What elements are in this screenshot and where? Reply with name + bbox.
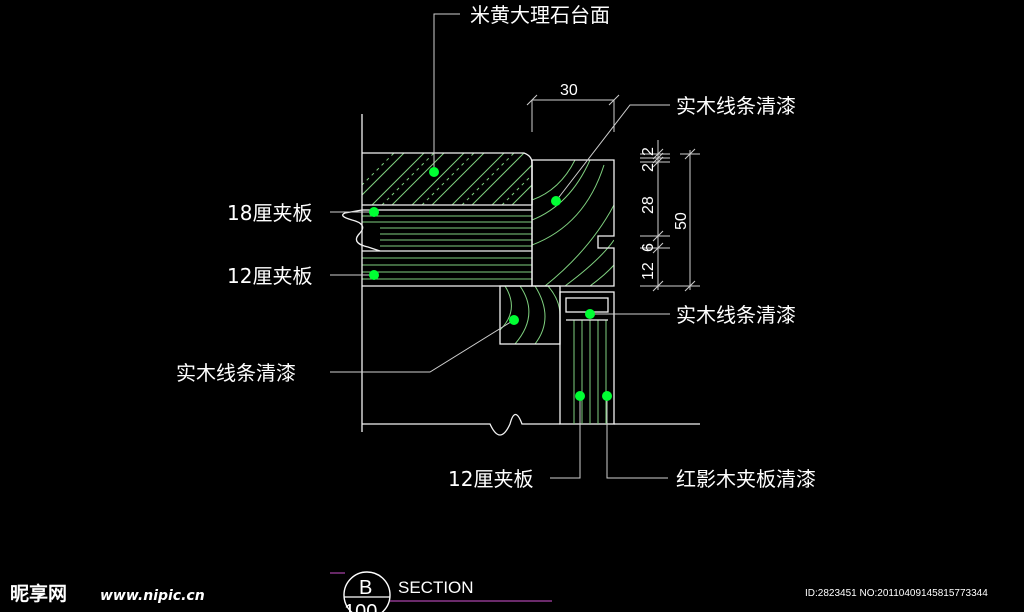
dim-total: 50 — [673, 212, 690, 230]
section-number: 100 — [344, 601, 377, 612]
dim-2a: 2 — [640, 147, 657, 156]
label-plywood-18: 18厘夹板 — [227, 201, 312, 225]
watermark-url: www.nipic.cn — [100, 588, 205, 604]
section-letter: B — [359, 577, 372, 599]
dim-6: 6 — [640, 243, 657, 252]
plywood-18-layer — [342, 209, 532, 252]
label-solid-wood-3: 实木线条清漆 — [176, 361, 296, 385]
dimension-right — [640, 140, 700, 292]
watermark-brand: 昵享网 — [10, 582, 67, 605]
dim-2b: 2 — [640, 163, 657, 172]
label-plywood-12-bottom: 12厘夹板 — [448, 467, 533, 491]
label-marble-top: 米黄大理石台面 — [470, 3, 610, 27]
plywood-12-layer — [362, 257, 532, 287]
dim-top-width: 30 — [560, 82, 578, 99]
dim-12: 12 — [640, 262, 657, 280]
dimension-top — [526, 94, 620, 132]
label-solid-wood-2: 实木线条清漆 — [676, 303, 796, 327]
label-plywood-12-left: 12厘夹板 — [227, 264, 312, 288]
label-solid-wood-1: 实木线条清漆 — [676, 94, 796, 118]
label-red-shadow-plywood: 红影木夹板清漆 — [676, 467, 816, 491]
solid-wood-trim-block — [499, 285, 561, 345]
callout-dots — [369, 167, 612, 401]
watermark-id: ID:2823451 NO:20110409145815773344 — [805, 588, 988, 599]
leader-lines — [330, 13, 670, 479]
base-break-line — [362, 413, 560, 436]
section-marker — [330, 571, 552, 612]
dim-28: 28 — [640, 196, 657, 214]
marble-top — [362, 152, 533, 206]
vertical-panel — [559, 291, 615, 425]
section-title: SECTION — [398, 578, 474, 597]
